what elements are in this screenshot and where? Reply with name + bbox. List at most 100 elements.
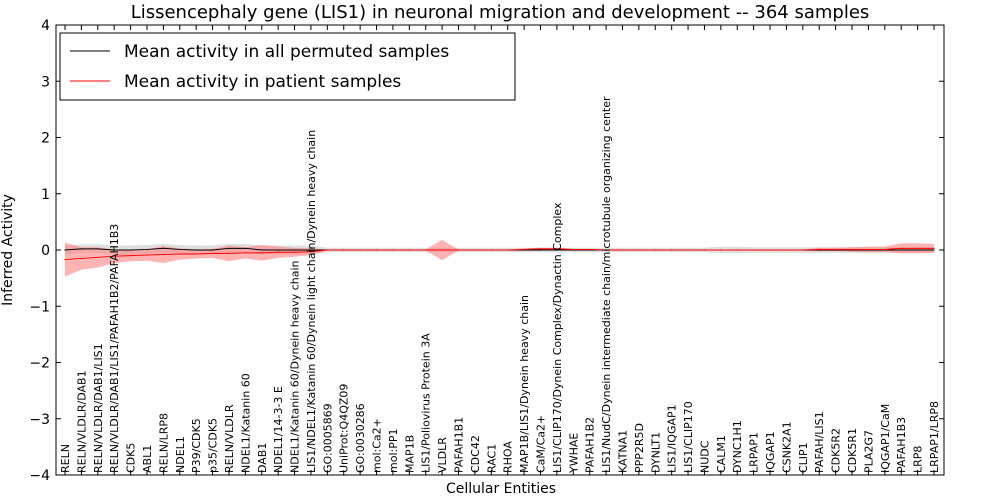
series-1-point [359,249,361,251]
series-1-point [162,253,164,256]
x-tick-label: CDK5 [125,443,138,473]
x-tick-label: RELN [59,444,72,473]
series-0-point [293,249,296,251]
series-1-point [261,252,263,254]
series-0-point [211,249,214,251]
series-0-point [80,248,82,250]
x-tick-label: LRPAP1 [748,432,761,473]
series-1-point [375,249,378,251]
x-axis-label: Cellular Entities [446,481,556,497]
series-1-point [195,253,197,255]
series-0-point [556,249,558,251]
series-1-point [703,249,706,251]
series-1-point [556,248,558,250]
y-tick-label: −2 [29,356,50,372]
x-tick-label: LIS1/IQGAP1 [666,404,679,473]
chart-title: Lissencephaly gene (LIS1) in neuronal mi… [131,2,870,23]
x-tick-label: CDK5R2 [830,428,843,473]
x-tick-label: PAFAH/LIS1 [813,411,826,473]
x-tick-label: NDEL1 [174,436,187,473]
series-0-point [113,249,115,251]
series-1-point [589,248,591,251]
series-1-point [933,247,935,249]
x-tick-label: LIS1/NDEL1/Katanin 60/Dynein light chain… [305,130,318,473]
series-1-point [523,248,525,251]
x-tick-label: LRP8 [912,446,925,473]
x-tick-label: PAFAH1B2 [584,417,597,473]
series-0-point [179,248,181,251]
series-1-point [769,249,771,251]
x-tick-label: GO:0030286 [354,403,367,473]
series-1-point [884,248,886,251]
x-tick-label: PPP2R5D [633,423,646,473]
series-1-point [785,249,788,251]
series-1-point [146,254,148,256]
legend-label-permuted: Mean activity in all permuted samples [124,42,449,62]
x-tick-label: GO:0005869 [321,403,334,473]
series-0-point [228,247,230,249]
series-1-point [277,251,279,253]
series-0-point [146,248,148,251]
series-1-point [293,251,296,253]
x-tick-label: VLDLR [436,437,449,473]
x-tick-label: CLIP1 [797,442,810,473]
series-0-point [539,249,542,251]
series-1-point [228,252,230,254]
y-axis-label: Inferred Activity [0,194,16,306]
series-1-point [818,248,820,251]
series-1-point [736,249,738,251]
legend-box [59,32,516,101]
x-tick-label: ABL1 [141,445,154,473]
series-1-point [310,251,312,253]
legend-label-patient: Mean activity in patient samples [124,72,401,92]
legend: Mean activity in all permuted samples Me… [59,32,516,101]
x-tick-label: UniProt:Q4QZ09 [338,384,351,473]
series-0-point [917,249,919,251]
x-tick-label: IQGAP1/CaM [879,404,892,473]
series-1-point [129,255,132,257]
series-1-point [621,249,624,251]
x-tick-label: mol:PP1 [387,429,400,473]
x-tick-label: YWHAE [567,433,580,474]
series-0-point [97,248,99,250]
series-1-point [490,249,492,251]
x-tick-label: RELN/VLDLR/DAB1/LIS1/PAFAH1B2/PAFAH1B3 [108,224,121,473]
x-tick-label: DYNC1H1 [731,420,744,473]
series-0-point [900,249,902,251]
x-tick-label: NUDC [698,440,711,473]
x-tick-label: CDC42 [469,435,482,473]
series-1-line [64,247,934,261]
x-tick-label: IQGAP1 [764,431,777,473]
series-1-point [343,249,345,251]
x-tick-label: CALM1 [715,435,728,473]
series-1-point [507,249,509,251]
x-tick-label: PLA2G7 [862,430,875,473]
x-tick-label: NDEL1/Katanin 60 [239,373,252,473]
series-1-point [441,249,443,251]
series-1-point [425,249,427,251]
x-tick-label: CaM/Ca2+ [534,415,547,473]
x-tick-label: CSNK2A1 [780,421,793,473]
x-tick-label: LIS1/NudC/Dynein intermediate chain/micr… [600,96,613,473]
x-tick-label: PAFAH1B1 [453,417,466,473]
plot-area [64,239,935,277]
series-1-point [408,249,410,251]
x-tick-label: RAC1 [485,444,498,473]
y-tick-label: 0 [41,243,50,259]
series-1-point [80,257,82,260]
x-tick-label: LIS1/CLIP170/Dynein Complex/Dynactin Com… [551,202,564,473]
series-1-point [211,252,214,254]
series-1-point [687,249,689,251]
x-tick-label: LIS1/CLIP170 [682,401,695,473]
x-tick-label: DAB1 [256,443,269,473]
series-0-point [244,247,246,249]
x-tick-label: MAP1B [403,435,416,473]
series-0-point [933,249,935,251]
series-0-point [277,249,279,251]
series-1-point [539,248,542,250]
series-1-band [65,239,934,277]
series-1-point [97,256,99,258]
x-tick-label: CDK5R1 [846,428,859,473]
x-tick-label: RELN/VLDLR/DAB1/LIS1 [92,343,105,473]
